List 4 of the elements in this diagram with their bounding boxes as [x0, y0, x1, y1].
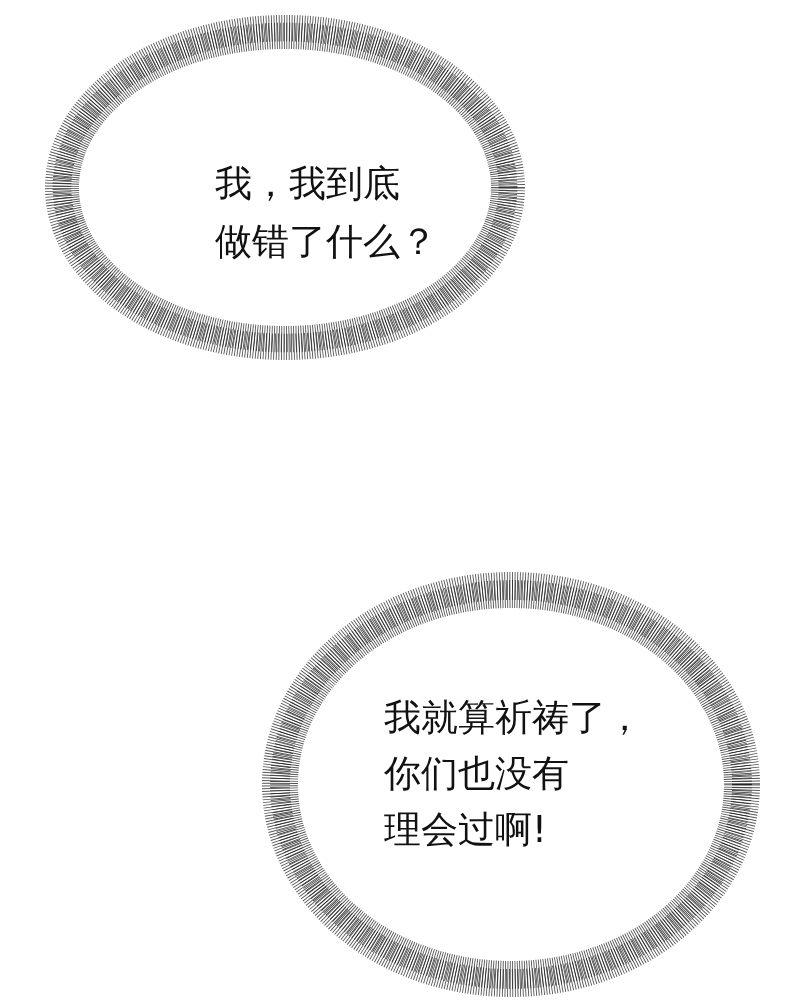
speech-bubble: [45, 15, 525, 360]
dialogue-text: 我，我到底做错了什么？: [215, 161, 437, 265]
dialogue-text: 我就算祈祷了，你们也没有理会过啊!: [384, 695, 643, 853]
speech-bubble: [262, 572, 760, 997]
